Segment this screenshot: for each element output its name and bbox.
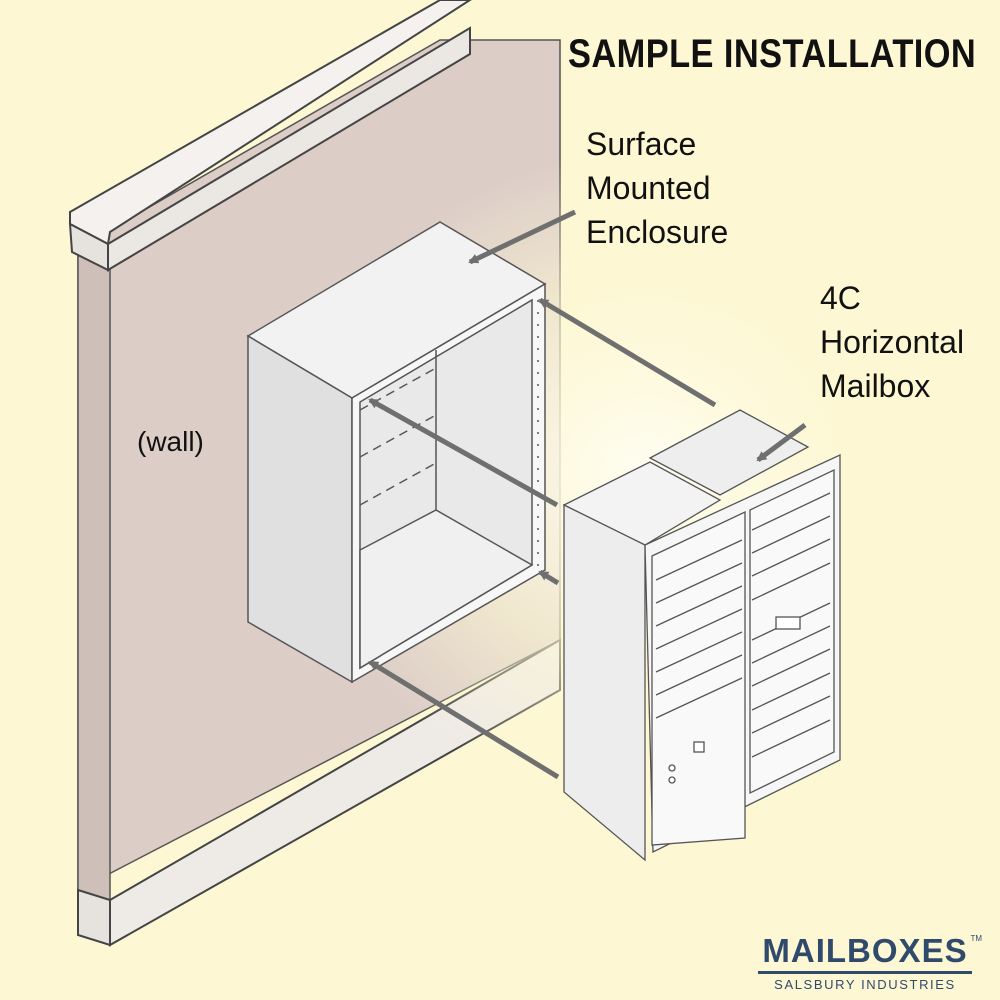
brand-name: MAILBOXES xyxy=(762,932,968,969)
arrows xyxy=(368,209,807,780)
diagram-title: SAMPLE INSTALLATION xyxy=(568,32,977,76)
brand-divider xyxy=(758,971,972,974)
enclosure-label-line-2: Mounted xyxy=(586,170,711,206)
enclosure-label-line-3: Enclosure xyxy=(586,214,729,250)
mailbox-label-line-1: 4C xyxy=(820,280,861,316)
brand-logo: MAILBOXES TM SALSBURY INDUSTRIES xyxy=(758,932,982,992)
brand-subtitle: SALSBURY INDUSTRIES xyxy=(774,977,956,992)
mailbox-label-line-2: Horizontal xyxy=(820,324,965,360)
wall-label: (wall) xyxy=(137,426,204,457)
surface-mounted-enclosure xyxy=(246,221,547,684)
enclosure-label-line-1: Surface xyxy=(586,126,697,162)
4c-horizontal-mailbox xyxy=(562,409,841,862)
mailbox-label-line-3: Mailbox xyxy=(820,368,931,404)
brand-trademark: TM xyxy=(970,934,982,943)
